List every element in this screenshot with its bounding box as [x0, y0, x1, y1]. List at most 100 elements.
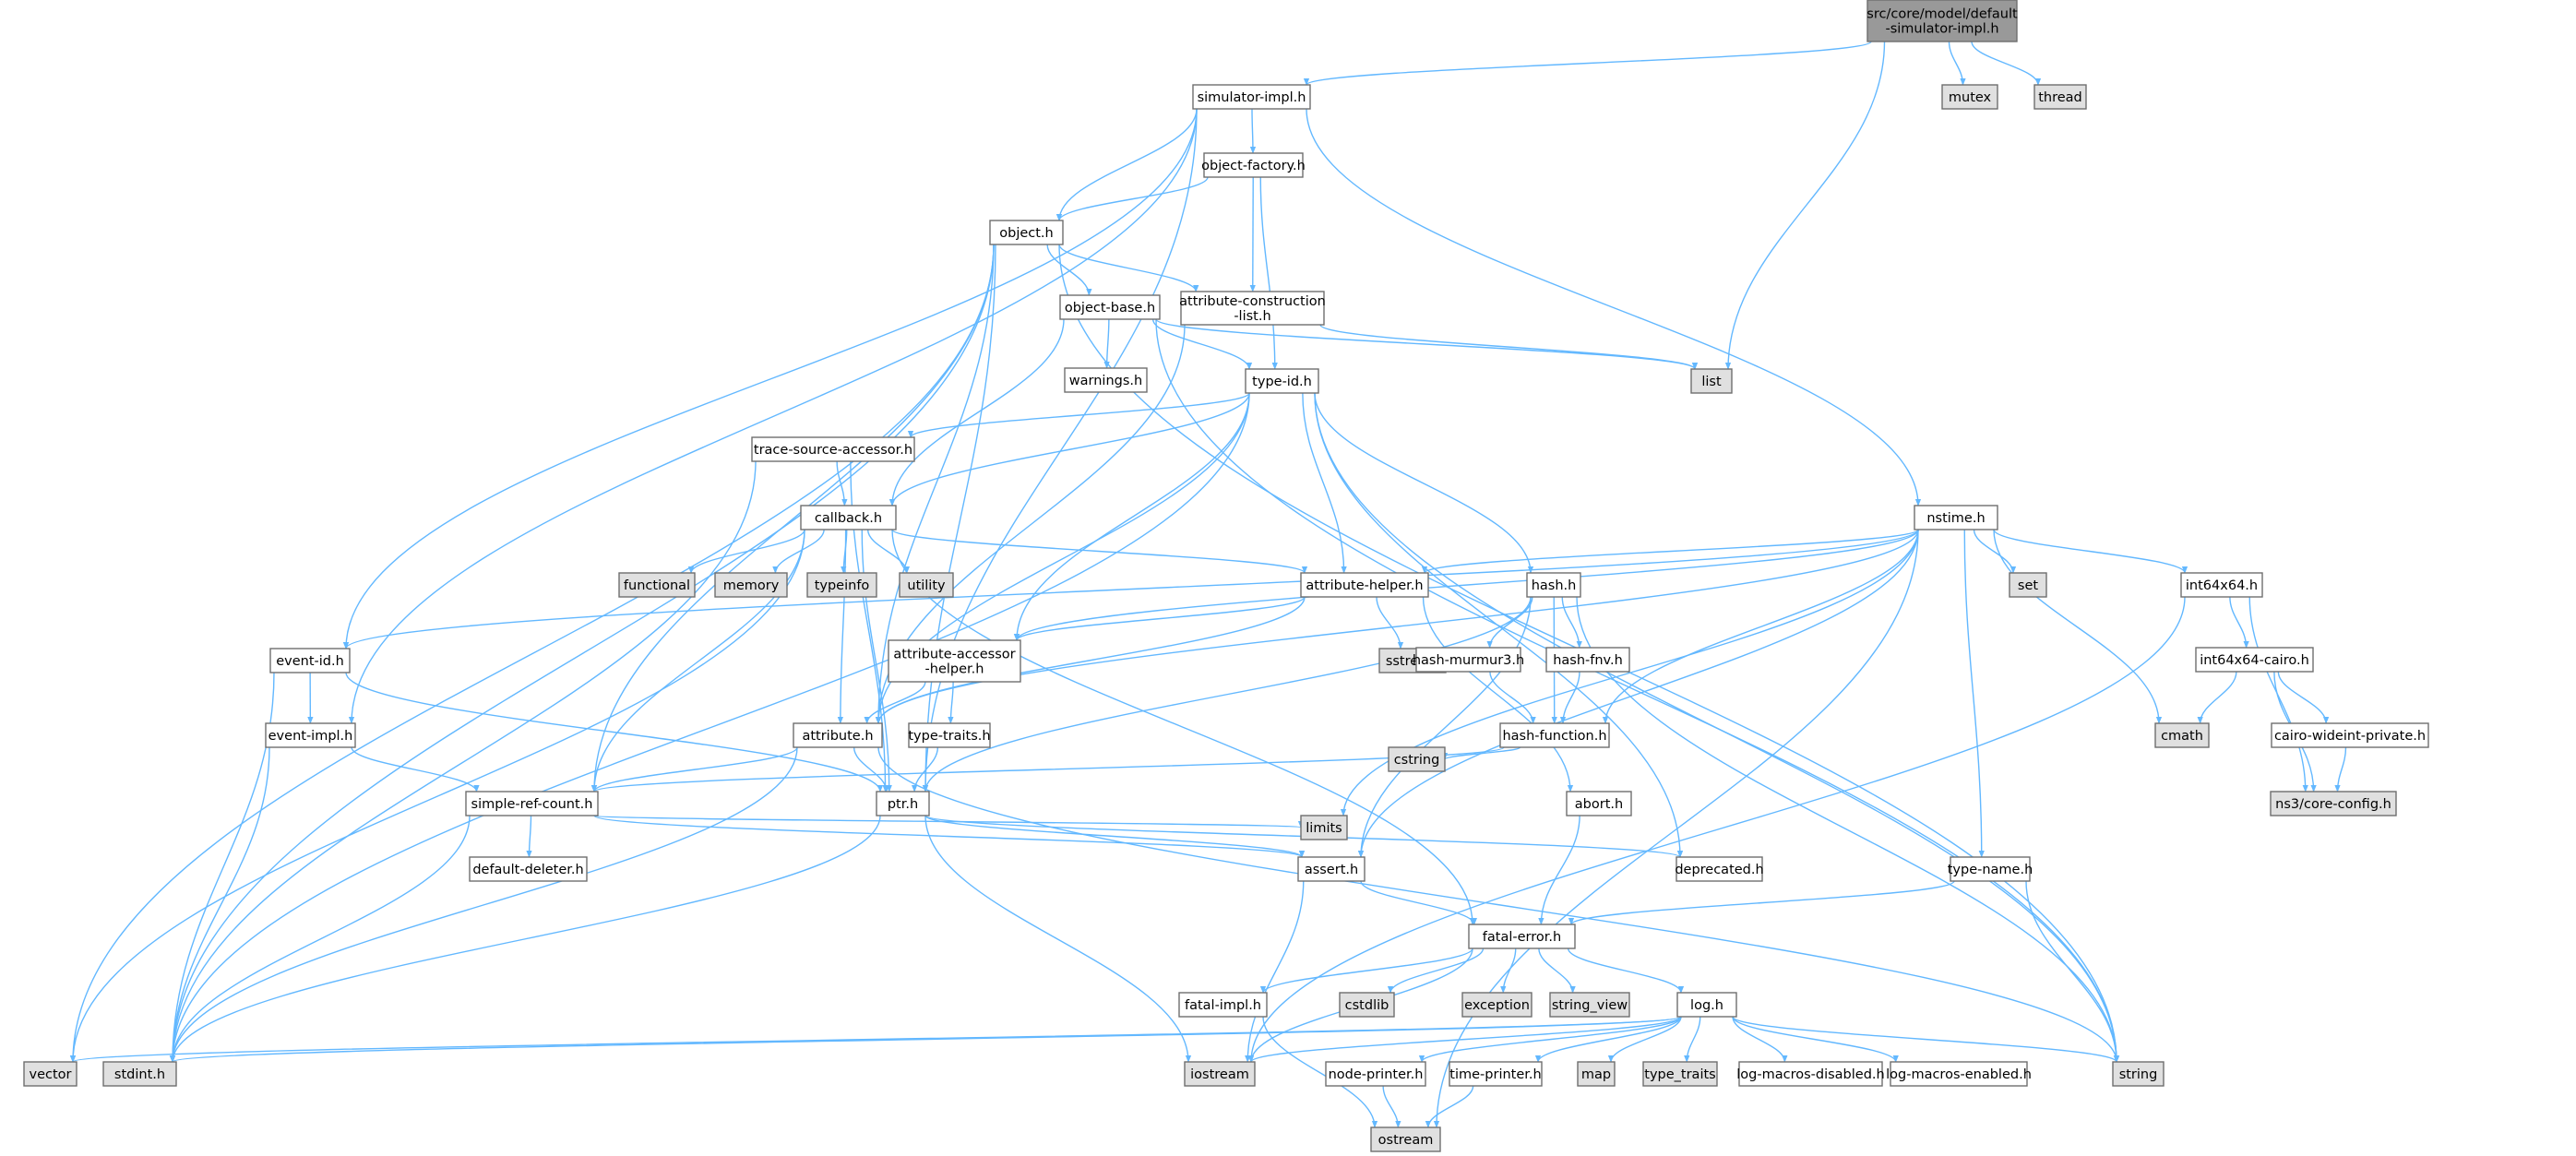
edge [924, 815, 1306, 858]
node-box [1642, 1061, 1718, 1087]
node-hashfunc[interactable]: hash-function.h [1499, 722, 1610, 748]
node-string[interactable]: string [2112, 1061, 2165, 1087]
edge [924, 815, 1192, 1063]
edge-nstime-to-cmath [1993, 529, 2163, 724]
edge-root-to-thread [1971, 41, 2042, 86]
node-simimpl[interactable]: simulator-impl.h [1192, 84, 1311, 110]
node-nstime[interactable]: nstime.h [1914, 505, 1998, 530]
edge [2229, 596, 2249, 649]
node-label: event-id.h [276, 654, 344, 669]
node-vector[interactable]: vector [23, 1061, 78, 1087]
node-box [1461, 992, 1532, 1018]
edge [1259, 947, 1473, 994]
node-list[interactable]: list [1690, 368, 1733, 394]
node-memory[interactable]: memory [714, 572, 788, 598]
node-label: hash.h [1532, 578, 1577, 593]
node-fatalerror[interactable]: fatal-error.h [1468, 924, 1576, 949]
node-cstring[interactable]: cstring [1388, 746, 1446, 772]
node-abort[interactable]: abort.h [1566, 791, 1632, 816]
node-cstdlib[interactable]: cstdlib [1339, 992, 1395, 1018]
node-label: type-name.h [1948, 863, 2033, 877]
node-ostream[interactable]: ostream [1370, 1126, 1441, 1152]
edge [1684, 1016, 1701, 1063]
node-exception[interactable]: exception [1461, 992, 1532, 1018]
node-set[interactable]: set [2009, 572, 2047, 598]
node-box [1415, 647, 1521, 673]
edge [1055, 108, 1198, 221]
edge-typeid-to-tsa [907, 392, 1250, 438]
node-timeprinter[interactable]: time-printer.h [1449, 1061, 1543, 1087]
edge-log-to-vector [70, 1016, 1682, 1063]
edge [1993, 529, 2163, 724]
edge [1245, 880, 1305, 1063]
edge [1340, 529, 1919, 816]
node-deprecated[interactable]: deprecated.h [1675, 856, 1764, 882]
node-int64[interactable]: int64x64.h [2180, 572, 2263, 598]
node-warnings[interactable]: warnings.h [1064, 367, 1148, 393]
node-ptr[interactable]: ptr.h [876, 791, 930, 816]
edge-object-to-attrcons [1058, 244, 1199, 292]
node-murmur[interactable]: hash-murmur3.h [1413, 647, 1524, 673]
node-typetraits[interactable]: type-traits.h [908, 722, 991, 748]
edge [1607, 1016, 1682, 1063]
node-map[interactable]: map [1577, 1061, 1616, 1087]
node-object[interactable]: object.h [989, 220, 1064, 245]
edge-eventid-to-ptr [345, 672, 884, 793]
node-tsa[interactable]: trace-source-accessor.h [751, 436, 915, 462]
node-callback[interactable]: callback.h [800, 505, 897, 530]
node-utility[interactable]: utility [899, 572, 954, 598]
edge [1306, 108, 1922, 506]
node-defdeleter[interactable]: default-deleter.h [469, 856, 588, 882]
node-stringview[interactable]: string_view [1549, 992, 1630, 1018]
node-cairo[interactable]: int64x64-cairo.h [2195, 647, 2314, 673]
node-typename[interactable]: type-name.h [1948, 856, 2033, 882]
node-cairowide[interactable]: cairo-wideint-private.h [2271, 722, 2429, 748]
node-cmath[interactable]: cmath [2154, 722, 2210, 748]
node-objbase[interactable]: object-base.h [1059, 294, 1161, 320]
edge-nstime-to-attribute [875, 529, 1919, 724]
node-objfactory[interactable]: object-factory.h [1201, 152, 1306, 178]
node-assert[interactable]: assert.h [1297, 856, 1366, 882]
node-attribute[interactable]: attribute.h [793, 722, 883, 748]
node-thread[interactable]: thread [2033, 84, 2087, 110]
edge [590, 746, 798, 793]
edge-objbase-to-warnings [1103, 318, 1110, 369]
node-functional[interactable]: functional [618, 572, 696, 598]
edge-simimpl-to-nstime [1306, 108, 1922, 506]
node-simpleref[interactable]: simple-ref-count.h [465, 791, 599, 816]
node-box [1300, 572, 1429, 598]
edge-callback-to-attrhelper [891, 529, 1308, 574]
node-typeid[interactable]: type-id.h [1245, 368, 1319, 394]
node-attrcons[interactable]: attribute-construction-list.h [1179, 291, 1326, 326]
node-mutex[interactable]: mutex [1941, 84, 1998, 110]
node-iostream[interactable]: iostream [1184, 1061, 1256, 1087]
edge-eventimpl-to-stdint [169, 746, 270, 1063]
node-eventimpl[interactable]: event-impl.h [265, 722, 356, 748]
node-nodeprinter[interactable]: node-printer.h [1325, 1061, 1426, 1087]
edge [875, 244, 995, 724]
node-stdint[interactable]: stdint.h [102, 1061, 177, 1087]
node-typetraitsx[interactable]: type_traits [1642, 1061, 1718, 1087]
node-log[interactable]: log.h [1676, 992, 1737, 1018]
node-box [2270, 791, 2397, 816]
edge-log-to-logen [1732, 1016, 1899, 1063]
node-logdis[interactable]: log-macros-disabled.h [1736, 1061, 1885, 1087]
node-attrhelper[interactable]: attribute-helper.h [1300, 572, 1429, 598]
node-fatalimpl[interactable]: fatal-impl.h [1178, 992, 1268, 1018]
node-nscfg[interactable]: ns3/core-config.h [2270, 791, 2397, 816]
node-attracc[interactable]: attribute-accessor-helper.h [888, 639, 1021, 683]
edge-root-to-list [1724, 41, 1886, 370]
node-eventid[interactable]: event-id.h [269, 648, 351, 673]
node-fnv[interactable]: hash-fnv.h [1545, 647, 1630, 673]
edge-nstime-to-attrhelper [1422, 529, 1919, 574]
edge-typeid-to-hash [1314, 392, 1534, 574]
node-hash[interactable]: hash.h [1526, 572, 1581, 598]
node-logen[interactable]: log-macros-enabled.h [1886, 1061, 2032, 1087]
node-limits[interactable]: limits [1300, 815, 1348, 840]
edge [169, 460, 757, 1063]
node-root[interactable]: src/core/model/default-simulator-impl.h [1866, 0, 2018, 42]
edge-log-to-logdis [1732, 1016, 1788, 1063]
node-box [1577, 1061, 1616, 1087]
node-label: ptr.h [888, 797, 918, 812]
node-typeinfo[interactable]: typeinfo [806, 572, 877, 598]
